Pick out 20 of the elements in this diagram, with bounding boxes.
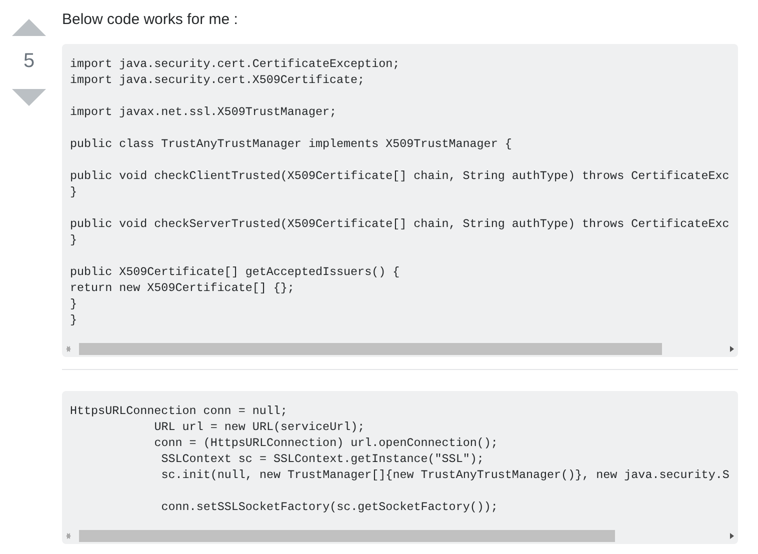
code-line: HttpsURLConnection conn = null; xyxy=(70,403,288,419)
code-line: } xyxy=(70,232,78,248)
code-line: conn = (HttpsURLConnection) url.openConnection(); xyxy=(154,435,498,451)
code-line: SSLContext sc = SSLContext.getInstance("SSL"); xyxy=(161,451,484,467)
code-line: URL url = new URL(serviceUrl); xyxy=(154,419,365,435)
code-line: public void checkServerTrusted(X509Certificate[] chain, String authType) throws CertificateExc xyxy=(70,216,730,232)
code-line: } xyxy=(70,312,78,328)
code-line: public class TrustAnyTrustManager implements X509TrustManager { xyxy=(70,136,512,152)
code-line: return new X509Certificate[] {}; xyxy=(70,280,294,296)
code-line: sc.init(null, new TrustManager[]{new TrustAnyTrustManager()}, new java.security.S xyxy=(161,467,730,483)
vote-count: 5 xyxy=(22,50,36,73)
intro-text: Below code works for me : xyxy=(62,11,238,28)
code-line: } xyxy=(70,184,78,200)
code-line: import java.security.cert.X509Certificate; xyxy=(70,72,365,88)
code-line: public void checkClientTrusted(X509Certificate[] chain, String authType) throws CertificateExc xyxy=(70,168,730,184)
code-line: import javax.net.ssl.X509TrustManager; xyxy=(70,104,337,120)
code-line: conn.setSSLSocketFactory(sc.getSocketFactory()); xyxy=(161,499,498,515)
code-line: public X509Certificate[] getAcceptedIssuers() { xyxy=(70,264,400,280)
code-line: import java.security.cert.CertificateException; xyxy=(70,56,400,72)
code-line: } xyxy=(70,296,78,312)
